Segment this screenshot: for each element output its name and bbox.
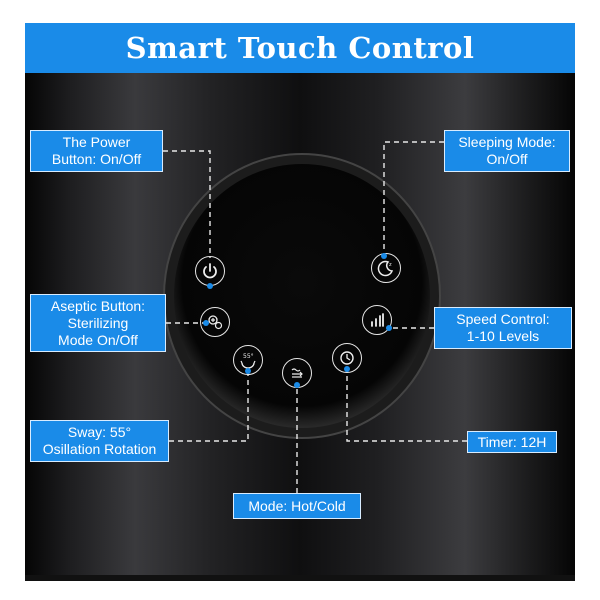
timer-button[interactable] <box>332 343 362 373</box>
sleep-label: Sleeping Mode: On/Off <box>444 130 570 172</box>
hot-cold-icon <box>291 368 303 378</box>
mode-label: Mode: Hot/Cold <box>233 493 361 519</box>
aseptic-label: Aseptic Button: Sterilizing Mode On/Off <box>30 294 166 352</box>
sway-badge: 55° <box>243 353 254 360</box>
oscillation-icon: 55° <box>240 353 256 369</box>
sterilize-icon <box>208 315 223 330</box>
speed-dot <box>386 325 392 331</box>
power-icon <box>203 263 217 279</box>
power-label: The Power Button: On/Off <box>30 130 163 172</box>
aseptic-button[interactable] <box>200 307 230 337</box>
mode-dot <box>294 382 300 388</box>
power-dot <box>207 283 213 289</box>
base-strip <box>25 575 575 581</box>
timer-label: Timer: 12H <box>467 431 557 453</box>
speed-label: Speed Control: 1-10 Levels <box>434 307 572 349</box>
sway-button[interactable]: 55° <box>233 345 263 375</box>
timer-dot <box>344 366 350 372</box>
speed-button[interactable] <box>362 305 392 335</box>
sleep-dot <box>381 253 387 259</box>
moon-icon: z <box>377 260 394 277</box>
sway-label: Sway: 55° Osillation Rotation <box>30 420 169 462</box>
banner-title: Smart Touch Control <box>25 23 575 73</box>
aseptic-dot <box>203 320 209 326</box>
power-button[interactable] <box>195 256 225 286</box>
clock-icon <box>340 351 354 365</box>
speed-bars-icon <box>371 313 384 327</box>
sway-dot <box>245 368 251 374</box>
svg-text:z: z <box>389 262 392 268</box>
